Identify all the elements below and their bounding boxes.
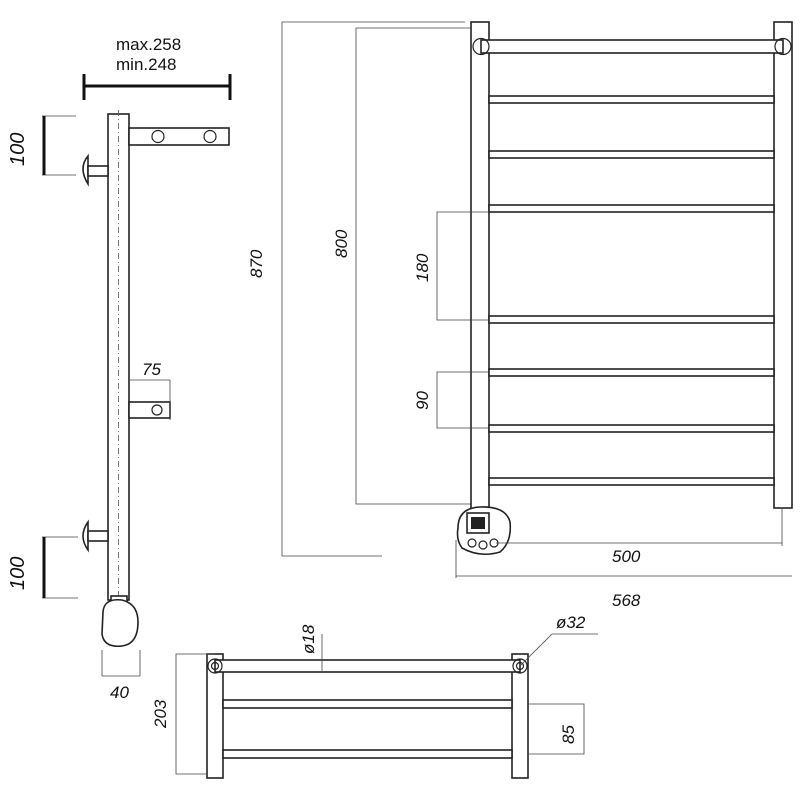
min-depth-label: min.248 xyxy=(116,55,176,74)
large-gap-label: 180 xyxy=(413,253,432,282)
mount-height-dim-line xyxy=(355,27,475,505)
inner-width-label: 500 xyxy=(612,547,641,566)
total-height-label: 870 xyxy=(247,249,266,278)
heater-width-label: 40 xyxy=(110,683,129,702)
riser-diameter-leader xyxy=(519,633,553,667)
riser-diameter-label: ø32 xyxy=(556,613,586,632)
top-mount-spacing-label: 100 xyxy=(7,133,29,166)
front-rail-1 xyxy=(488,95,775,104)
top-view-cap-left-inner xyxy=(210,661,220,671)
top-view: ø18 ø32 203 85 xyxy=(151,613,598,779)
top-wall-mount-flange xyxy=(82,153,89,187)
top-depth-dim-line xyxy=(175,653,215,775)
bottom-mount-spacing-label: 100 xyxy=(7,557,29,590)
front-top-bar-cap-right xyxy=(774,37,792,56)
heater-display-screen xyxy=(471,517,485,529)
mount-height-label: 800 xyxy=(332,229,351,258)
front-left-riser xyxy=(470,21,490,513)
shelf-spacing-dim-line xyxy=(528,703,585,755)
total-width-label: 568 xyxy=(612,591,641,610)
front-rail-4 xyxy=(488,315,775,324)
top-view-rail-mid xyxy=(222,699,513,709)
shelf-spacing-label: 85 xyxy=(559,725,578,744)
large-gap-dim-line xyxy=(436,211,489,321)
top-wall-mount-arm xyxy=(87,165,109,177)
top-view-front-bar xyxy=(214,659,521,673)
side-top-rail-end-1 xyxy=(151,129,165,144)
total-height-dim-line xyxy=(281,21,465,557)
front-rail-3 xyxy=(488,204,775,213)
top-view-cap-left xyxy=(207,658,223,674)
front-rail-6 xyxy=(488,424,775,433)
top-depth-label: 203 xyxy=(151,699,170,729)
front-right-riser xyxy=(773,21,793,509)
front-rail-5 xyxy=(488,368,775,377)
side-mid-rail-end xyxy=(151,404,163,416)
side-heater-body xyxy=(101,598,139,648)
top-view-cap-right-inner xyxy=(515,661,525,671)
top-view-cap-right xyxy=(512,658,528,674)
front-top-bar xyxy=(480,39,784,54)
heater-button-2 xyxy=(478,540,488,550)
side-view: max.258 min.248 75 100 100 xyxy=(7,35,232,702)
top-view-right-upright xyxy=(511,653,529,779)
front-rail-2 xyxy=(488,150,775,159)
max-depth-label: max.258 xyxy=(116,35,181,54)
side-mid-rail xyxy=(128,401,171,419)
small-gap-label: 90 xyxy=(413,391,432,410)
small-gap-dim-line xyxy=(436,371,489,429)
side-top-rail xyxy=(128,127,230,146)
front-rail-7 xyxy=(488,477,775,486)
rail-diameter-label: ø18 xyxy=(299,624,318,654)
heater-button-1 xyxy=(467,538,477,548)
wall-offset-label: 75 xyxy=(142,360,161,379)
top-view-rail-back xyxy=(222,749,513,759)
bottom-wall-mount-arm xyxy=(87,530,109,542)
front-view: 180 90 500 568 xyxy=(413,21,793,610)
bottom-wall-mount-flange xyxy=(82,519,89,553)
side-top-rail-end-2 xyxy=(203,129,217,144)
front-top-bar-cap-left xyxy=(472,37,490,56)
height-dimensions: 870 800 xyxy=(247,21,475,557)
